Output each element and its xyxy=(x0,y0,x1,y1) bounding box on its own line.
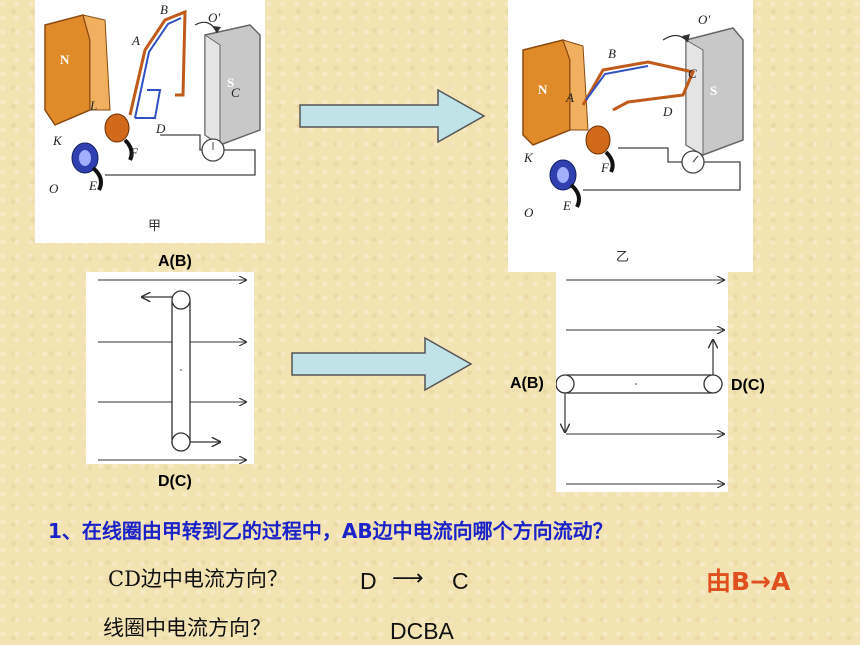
wire-dc-circle xyxy=(171,432,191,452)
label-d-yi: D xyxy=(663,104,673,119)
field-left-drawing xyxy=(98,272,254,464)
label-k-yi: K xyxy=(524,150,533,165)
coil-question: 线圈中电流方向？ xyxy=(103,616,271,640)
label-s-yi: S xyxy=(710,83,718,98)
coil-answer: DCBA xyxy=(390,618,454,644)
coil-yi xyxy=(581,60,696,112)
cd-answer-to: C xyxy=(452,568,469,594)
label-o-prime-yi: O′ xyxy=(698,12,711,27)
label-n-yi: N xyxy=(538,82,548,97)
label-bottom-dc: D(C) xyxy=(158,473,192,490)
transition-arrow-bottom xyxy=(291,336,473,392)
label-a: A xyxy=(132,33,140,48)
transition-arrow-top xyxy=(299,88,486,144)
field-diagram-left xyxy=(86,272,254,464)
label-o-prime: O′ xyxy=(208,10,221,25)
generator-yi-drawing xyxy=(522,27,744,208)
label-e-yi: E xyxy=(563,198,571,213)
label-f-yi: F xyxy=(601,160,609,175)
label-c: C xyxy=(231,85,240,100)
label-right-dc: D(C) xyxy=(731,377,765,394)
generator-jia-drawing xyxy=(44,9,261,191)
label-b-yi: B xyxy=(608,46,616,61)
question-text: 1、在线圈由甲转到乙的过程中，AB边中电流向哪个方向流动？ xyxy=(48,519,613,543)
coil-jia xyxy=(128,9,187,116)
wire-dc-circle-right xyxy=(703,374,723,394)
label-f: F xyxy=(130,145,138,160)
wire-ab-circle-right xyxy=(555,374,575,394)
caption-jia: 甲 xyxy=(148,219,162,234)
label-o-yi: O xyxy=(524,205,534,220)
cd-answer-arrow: ⟶ xyxy=(392,566,424,591)
label-e: E xyxy=(89,178,97,193)
wire-ab-circle xyxy=(171,290,191,310)
cd-question: CD边中电流方向？ xyxy=(108,567,288,591)
label-top-ab: A(B) xyxy=(158,253,192,270)
generator-figure-yi: N S B A O′ D C K F O E 乙 xyxy=(508,0,753,272)
label-k: K xyxy=(53,133,62,148)
caption-yi: 乙 xyxy=(616,250,630,265)
cd-answer-from: D xyxy=(360,568,377,594)
field-diagram-right xyxy=(555,272,728,492)
coil-side-view xyxy=(171,299,191,446)
label-n: N xyxy=(60,52,70,67)
label-d: D xyxy=(156,121,166,136)
label-l: L xyxy=(90,98,98,113)
label-c-yi: C xyxy=(688,66,697,81)
ab-answer: 由B→A xyxy=(706,567,791,596)
label-a-yi: A xyxy=(566,90,574,105)
label-o: O xyxy=(49,181,59,196)
generator-figure-jia: N S B A O′ C L D K F O E 甲 xyxy=(35,0,265,243)
label-s: S xyxy=(227,75,235,90)
field-right-drawing xyxy=(555,272,728,492)
magnet-n xyxy=(44,14,91,126)
coil-top-view xyxy=(564,374,714,394)
label-b: B xyxy=(160,2,168,17)
label-left-ab: A(B) xyxy=(510,375,544,392)
